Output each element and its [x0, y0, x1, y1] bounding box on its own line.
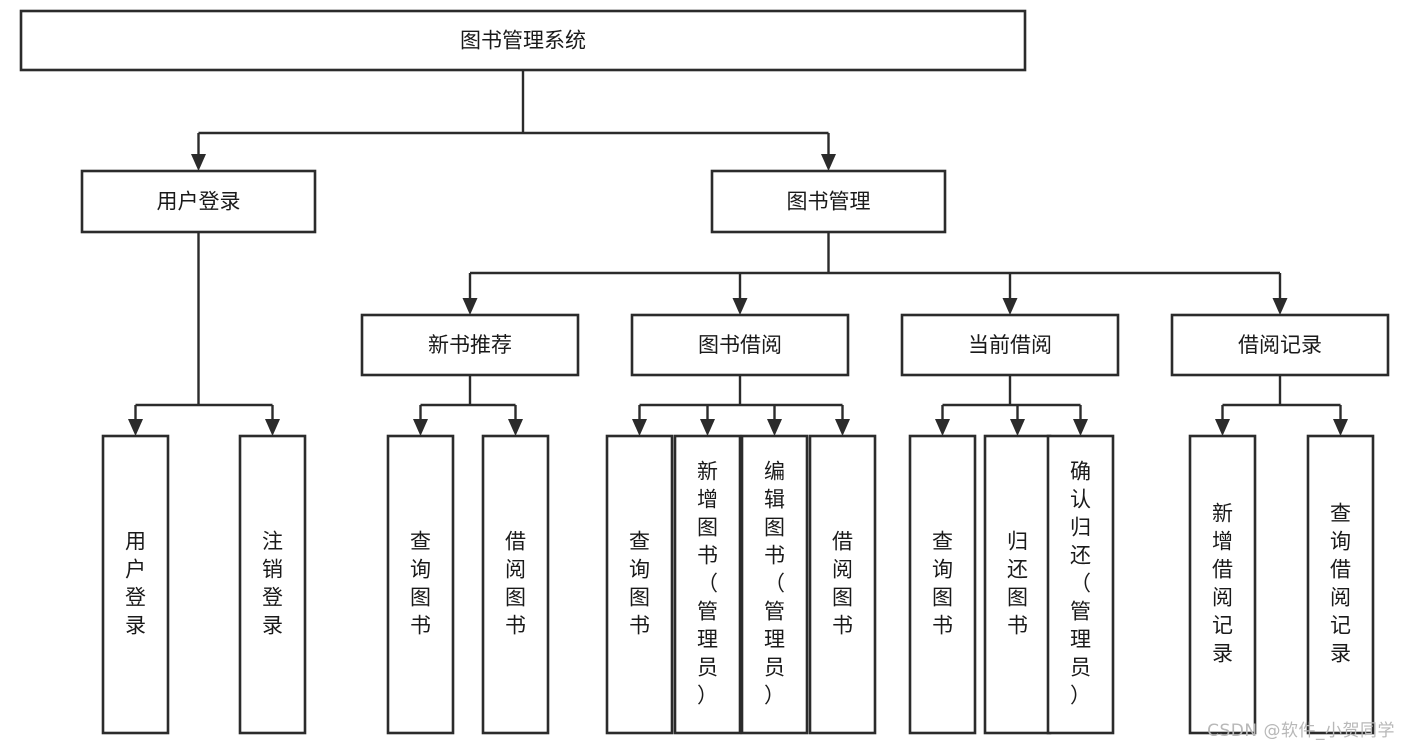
arrow-head-icon	[732, 298, 748, 315]
leaf-node-6-label: 编辑图书（管理员）	[764, 460, 785, 708]
leaf-node-9[interactable]: 归还图书	[983, 434, 1052, 735]
node-book-borrow[interactable]: 图书借阅	[630, 313, 850, 377]
leaf-node-9-label: 归还图书	[1007, 530, 1028, 638]
leaf-node-4[interactable]: 查询图书	[605, 434, 674, 735]
leaf-node-3-label: 借阅图书	[505, 530, 526, 638]
arrow-head-icon	[935, 419, 950, 436]
arrow-head-icon	[835, 419, 850, 436]
leaf-node-5-rect[interactable]	[673, 434, 742, 735]
node-book-manage-rect[interactable]	[710, 169, 947, 234]
leaf-node-8-rect[interactable]	[908, 434, 977, 735]
leaf-node-10[interactable]: 确认归还（管理员）	[1046, 434, 1115, 735]
node-book-borrow-rect[interactable]	[630, 313, 850, 377]
arrow-head-icon	[462, 298, 478, 315]
leaf-node-3[interactable]: 借阅图书	[481, 434, 550, 735]
leaf-node-7-rect[interactable]	[808, 434, 877, 735]
arrow-head-icon	[1073, 419, 1088, 436]
connector-layer	[128, 70, 1348, 436]
arrow-head-icon	[265, 419, 280, 436]
node-root-rect[interactable]	[19, 9, 1027, 72]
leaf-node-4-label: 查询图书	[629, 530, 650, 638]
leaf-node-4-rect[interactable]	[605, 434, 674, 735]
arrow-head-icon	[700, 419, 715, 436]
leaf-node-6-rect[interactable]	[740, 434, 809, 735]
leaf-node-10-rect[interactable]	[1046, 434, 1115, 735]
leaf-node-12-rect[interactable]	[1306, 434, 1375, 735]
leaf-node-8-label: 查询图书	[932, 530, 953, 638]
node-new-book-recommend-label: 新书推荐	[428, 333, 512, 357]
leaf-node-2-rect[interactable]	[386, 434, 455, 735]
node-book-manage-label: 图书管理	[787, 190, 871, 214]
arrow-head-icon	[1010, 419, 1025, 436]
leaf-node-11-label: 新增借阅记录	[1212, 502, 1233, 666]
arrow-head-icon	[508, 419, 523, 436]
arrow-head-icon	[1333, 419, 1348, 436]
leaf-node-11[interactable]: 新增借阅记录	[1188, 434, 1257, 735]
leaf-node-0[interactable]: 用户登录	[101, 434, 170, 735]
arrow-head-icon	[413, 419, 428, 436]
node-borrow-record[interactable]: 借阅记录	[1170, 313, 1390, 377]
arrow-head-icon	[1272, 298, 1288, 315]
arrow-head-icon	[767, 419, 782, 436]
arrow-head-icon	[632, 419, 647, 436]
leaf-node-7[interactable]: 借阅图书	[808, 434, 877, 735]
arrow-head-icon	[128, 419, 143, 436]
node-current-borrow[interactable]: 当前借阅	[900, 313, 1120, 377]
leaf-node-0-label: 用户登录	[125, 530, 146, 638]
node-root[interactable]: 图书管理系统	[19, 9, 1027, 72]
leaf-node-10-label: 确认归还（管理员）	[1070, 460, 1091, 708]
node-new-book-recommend[interactable]: 新书推荐	[360, 313, 580, 377]
node-user-login-label: 用户登录	[157, 190, 241, 214]
arrow-head-icon	[191, 154, 206, 171]
leaf-node-1[interactable]: 注销登录	[238, 434, 307, 735]
leaf-node-2-label: 查询图书	[410, 530, 431, 638]
leaf-node-3-rect[interactable]	[481, 434, 550, 735]
node-user-login-rect[interactable]	[80, 169, 317, 234]
leaf-node-8[interactable]: 查询图书	[908, 434, 977, 735]
node-borrow-record-rect[interactable]	[1170, 313, 1390, 377]
leaf-node-1-rect[interactable]	[238, 434, 307, 735]
leaf-node-9-rect[interactable]	[983, 434, 1052, 735]
node-root-label: 图书管理系统	[460, 29, 586, 53]
node-book-borrow-label: 图书借阅	[698, 333, 782, 357]
leaf-node-5-label: 新增图书（管理员）	[697, 460, 718, 708]
arrow-head-icon	[821, 154, 836, 171]
leaf-node-12-label: 查询借阅记录	[1330, 502, 1351, 666]
node-user-login[interactable]: 用户登录	[80, 169, 317, 234]
leaf-node-2[interactable]: 查询图书	[386, 434, 455, 735]
leaf-node-6[interactable]: 编辑图书（管理员）	[740, 434, 809, 735]
leaf-node-1-label: 注销登录	[262, 530, 283, 638]
node-layer: 图书管理系统用户登录图书管理新书推荐图书借阅当前借阅借阅记录用户登录注销登录查询…	[19, 9, 1390, 735]
node-book-manage[interactable]: 图书管理	[710, 169, 947, 234]
node-current-borrow-rect[interactable]	[900, 313, 1120, 377]
leaf-node-5[interactable]: 新增图书（管理员）	[673, 434, 742, 735]
arrow-head-icon	[1002, 298, 1018, 315]
arrow-head-icon	[1215, 419, 1230, 436]
leaf-node-7-label: 借阅图书	[832, 530, 853, 638]
node-new-book-recommend-rect[interactable]	[360, 313, 580, 377]
leaf-node-12[interactable]: 查询借阅记录	[1306, 434, 1375, 735]
leaf-node-0-rect[interactable]	[101, 434, 170, 735]
node-borrow-record-label: 借阅记录	[1238, 333, 1322, 357]
leaf-node-11-rect[interactable]	[1188, 434, 1257, 735]
node-current-borrow-label: 当前借阅	[968, 333, 1052, 357]
